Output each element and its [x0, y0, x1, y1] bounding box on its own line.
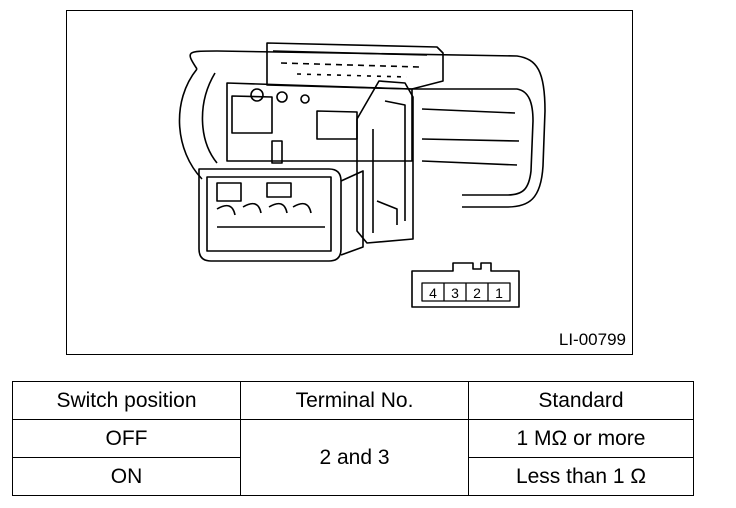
- cell-standard: Less than 1 Ω: [468, 457, 694, 496]
- connector-shell: [198, 168, 342, 262]
- table-row: OFF 2 and 3 1 MΩ or more: [12, 419, 694, 496]
- switch-connector-drawing: 4 3 2 1: [178, 42, 546, 308]
- figure-id: LI-00799: [558, 330, 626, 349]
- latch-right: [316, 110, 358, 140]
- switch-cap: [356, 80, 414, 244]
- housing-left-curve: [178, 68, 203, 180]
- switch-body-top: [266, 42, 444, 90]
- pin-label: 2: [473, 285, 481, 301]
- figure-frame: 4 3 2 1 LI-00799: [66, 10, 633, 355]
- cell-standard: 1 MΩ or more: [468, 419, 694, 458]
- pin-label: 3: [451, 285, 459, 301]
- header-switch-position: Switch position: [12, 381, 241, 420]
- spec-table: Switch position Terminal No. Standard OF…: [12, 381, 694, 496]
- table-header-row: Switch position Terminal No. Standard: [12, 381, 694, 420]
- pin-diagram-outline: [411, 262, 520, 308]
- pin-label: 1: [495, 285, 503, 301]
- housing-outline: [189, 50, 546, 208]
- cell-switch-position: OFF: [12, 419, 241, 458]
- latch-left: [231, 95, 273, 134]
- header-standard: Standard: [468, 381, 694, 420]
- cell-switch-position: ON: [12, 457, 241, 496]
- pin-label: 4: [429, 285, 437, 301]
- table-row: ON Less than 1 Ω: [12, 457, 694, 496]
- cell-terminal-no: 2 and 3: [240, 419, 469, 496]
- header-terminal-no: Terminal No.: [240, 381, 469, 420]
